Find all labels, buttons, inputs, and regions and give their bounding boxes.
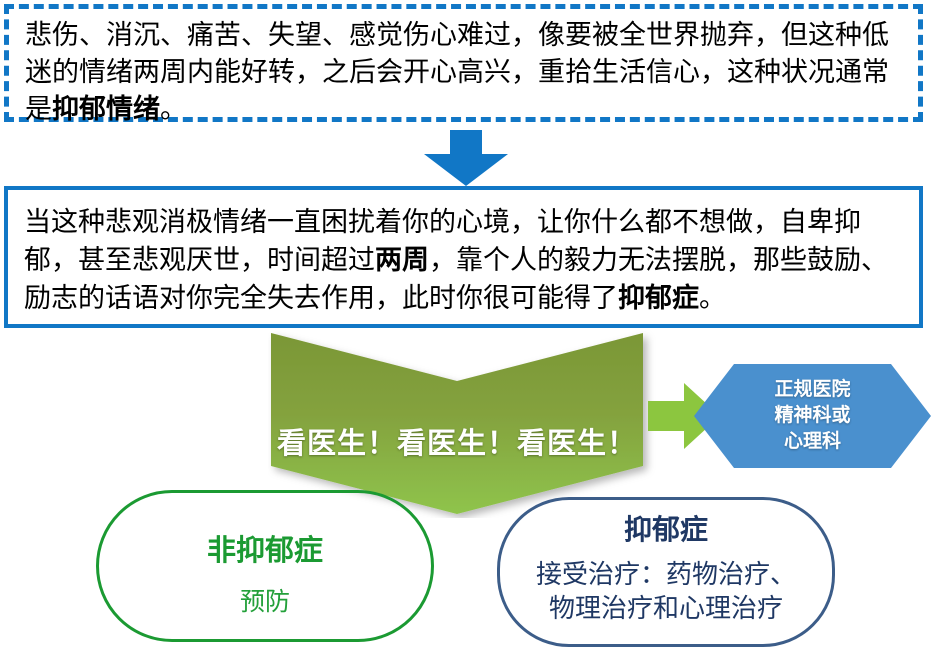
mood-description-text: 悲伤、消沉、痛苦、失望、感觉伤心难过，像要被全世界抛弃，但这种低迷的情绪两周内能… xyxy=(25,17,908,128)
hexagon-shape xyxy=(694,364,931,468)
arrow-right-icon xyxy=(648,383,720,449)
depression-description-box: 当这种悲观消极情绪一直困扰着你的心境，让你什么都不想做，自卑抑郁，甚至悲观厌世，… xyxy=(4,186,923,328)
disorder-text-part2: ，靠个人的毅力无法摆脱，那些鼓励、励志的话语对你完全失去作用，此时你很可能得了 xyxy=(24,245,888,313)
depression-card: 抑郁症 接受治疗：药物治疗、 物理治疗和心理治疗 xyxy=(497,497,835,647)
depression-title: 抑郁症 xyxy=(623,514,708,545)
mood-text-after: 。 xyxy=(160,94,187,124)
disorder-text-part3: 。 xyxy=(699,283,726,313)
chevron-down-banner xyxy=(271,333,643,514)
non-depression-card: 非抑郁症 预防 xyxy=(96,490,434,642)
mood-emphasis: 抑郁情绪 xyxy=(52,94,160,124)
mood-description-box: 悲伤、消沉、痛苦、失望、感觉伤心难过，像要被全世界抛弃，但这种低迷的情绪两周内能… xyxy=(4,4,923,124)
mood-text-before: 悲伤、消沉、痛苦、失望、感觉伤心难过，像要被全世界抛弃，但这种低迷的情绪两周内能… xyxy=(25,20,889,124)
disorder-emphasis-depression: 抑郁症 xyxy=(618,283,699,313)
depression-description-text: 当这种悲观消极情绪一直困扰着你的心境，让你什么都不想做，自卑抑郁，甚至悲观厌世，… xyxy=(24,203,909,317)
depression-subtitle: 接受治疗：药物治疗、 物理治疗和心理治疗 xyxy=(535,559,796,623)
non-depression-subtitle: 预防 xyxy=(239,588,290,616)
arrow-down-icon xyxy=(424,130,508,186)
disorder-emphasis-two-weeks: 两周 xyxy=(375,245,429,275)
non-depression-title: 非抑郁症 xyxy=(206,535,323,567)
disorder-text-part1: 当这种悲观消极情绪一直困扰着你的心境，让你什么都不想做，自卑抑郁，甚至悲观厌世，… xyxy=(24,207,861,275)
